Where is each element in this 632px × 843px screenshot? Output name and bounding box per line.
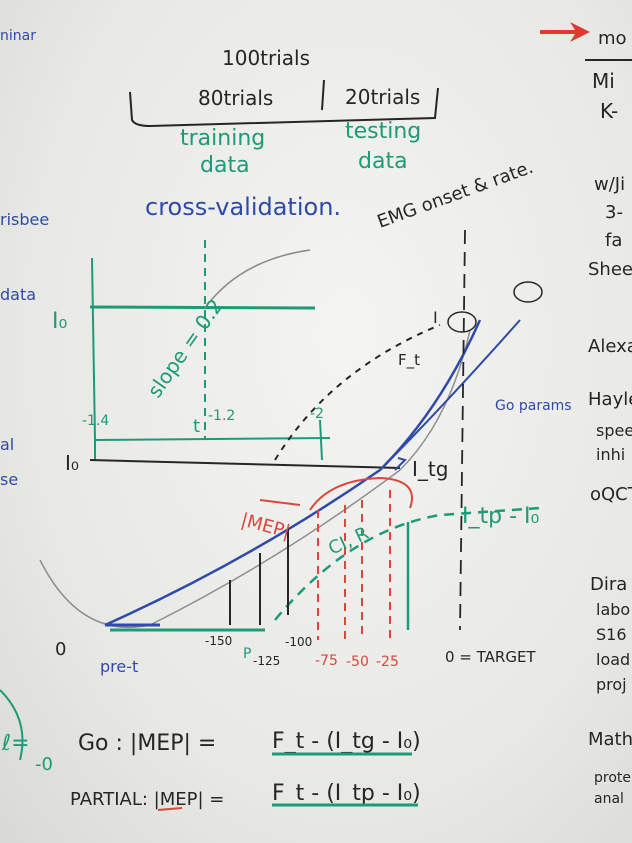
partial-p-label: P <box>243 646 251 662</box>
inset-x-axis <box>94 437 331 441</box>
inset-i-label: I₀ <box>52 309 67 334</box>
right-edge-r16: load <box>596 650 630 669</box>
inset-threshold-line <box>89 305 316 310</box>
red-arrow-icon <box>540 22 590 42</box>
intersection-marker <box>394 457 407 471</box>
go-equation-lhs: Go : |MEP| = <box>78 731 216 756</box>
pre-t-label: pre-t <box>100 657 138 676</box>
right-edge-r12: oQCT <box>590 484 632 505</box>
testing-data-label: data <box>358 149 408 174</box>
right-edge-r7: Shee <box>588 259 632 280</box>
partial-red-mark <box>157 807 183 811</box>
i0-label: I₀ <box>65 451 79 475</box>
cross-validation-title: cross-validation. <box>145 193 341 221</box>
right-edge-r11: inhi <box>596 445 625 464</box>
right-edge-r9: Hayle <box>588 389 632 410</box>
right-edge-r14: labo <box>596 600 630 619</box>
itg-label: I_tg <box>412 457 448 481</box>
target-label: 0 = TARGET <box>445 648 536 666</box>
mep-bracket <box>309 476 413 511</box>
tick-minus-125: -125 <box>253 654 280 668</box>
blue-curve-secondary <box>379 319 521 471</box>
right-edge-r5: 3- <box>605 202 623 223</box>
testing-label: testing <box>345 119 421 144</box>
trials-bracket <box>129 87 439 128</box>
left-edge-text-b: risbee <box>0 210 49 229</box>
inset-y-axis <box>91 257 96 441</box>
inset-curve <box>204 249 311 309</box>
trials-divider <box>321 79 325 111</box>
training-label: training <box>180 126 265 151</box>
dashed-curve <box>274 324 441 461</box>
tick-minus-25: -25 <box>376 654 399 670</box>
right-edge-r8: Alexa <box>588 336 632 357</box>
inset-tick-right <box>319 419 323 461</box>
left-edge-text-d: al <box>0 435 14 454</box>
left-squiggle <box>0 689 24 761</box>
tick-minus-100: -100 <box>285 635 312 649</box>
it-label-top: I <box>433 308 438 327</box>
i0-baseline <box>89 459 401 469</box>
left-green-zero: -0 <box>35 754 53 775</box>
green-dashed-curve <box>274 506 541 621</box>
right-edge-r2: Mi <box>592 69 615 93</box>
testing-trials-text: 20trials <box>345 85 420 109</box>
right-edge-r17: proj <box>596 675 627 694</box>
right-edge-r4: w/Ji <box>594 174 625 195</box>
left-green-mark: ℓ= <box>1 731 30 756</box>
training-data-label: data <box>200 153 250 178</box>
tick-minus-50: -50 <box>346 654 369 670</box>
mep-pointer <box>259 499 301 506</box>
partial-equation-rhs: F_t - (I_tp - I₀) <box>272 781 421 806</box>
ft-label: F_t <box>398 351 420 370</box>
ci-r-label: CI, R <box>325 523 372 560</box>
right-edge-r19: prote <box>594 770 631 786</box>
inset-slope-label: slope = 0.2 <box>142 294 227 402</box>
go-equation-rhs: F_t - (I_tg - I₀) <box>272 729 421 754</box>
inset-tick-label-1: -1.4 <box>82 413 109 429</box>
itp-minus-i0-label: I_tp - I₀ <box>462 504 539 529</box>
inset-tick-label-3: -2 <box>310 406 324 422</box>
left-edge-text-e: se <box>0 470 18 489</box>
total-trials-text: 100trials <box>222 46 310 70</box>
left-edge-text-a: ninar <box>0 28 36 44</box>
go-params-label: Go params <box>495 398 572 414</box>
tick-minus-150: -150 <box>205 634 232 648</box>
right-edge-r6: fa <box>605 230 622 251</box>
right-edge-r20: anal <box>594 791 624 807</box>
right-edge-r3: K- <box>600 99 618 123</box>
right-edge-r1: mo <box>598 28 627 49</box>
training-trials-text: 80trials <box>198 86 273 110</box>
right-edge-r15: S16 <box>596 625 627 644</box>
circle-marker-1 <box>447 311 477 333</box>
partial-equation-lhs: PARTIAL: |MEP| = <box>70 789 224 810</box>
right-edge-r13: Dira <box>590 574 627 595</box>
right-edge-r10: spee <box>596 421 632 440</box>
zero-label: 0 <box>55 639 66 660</box>
mep-label: |MEP| <box>239 510 293 543</box>
inset-t-label: t <box>193 416 200 437</box>
circle-marker-2 <box>513 281 543 303</box>
target-vertical-line <box>459 229 466 631</box>
gray-curve <box>39 329 471 629</box>
inset-tick-label-2: -1.2 <box>208 408 235 424</box>
right-edge-r18: Math <box>588 729 632 750</box>
tick-minus-75: -75 <box>315 653 338 669</box>
left-edge-text-c: data <box>0 285 36 304</box>
